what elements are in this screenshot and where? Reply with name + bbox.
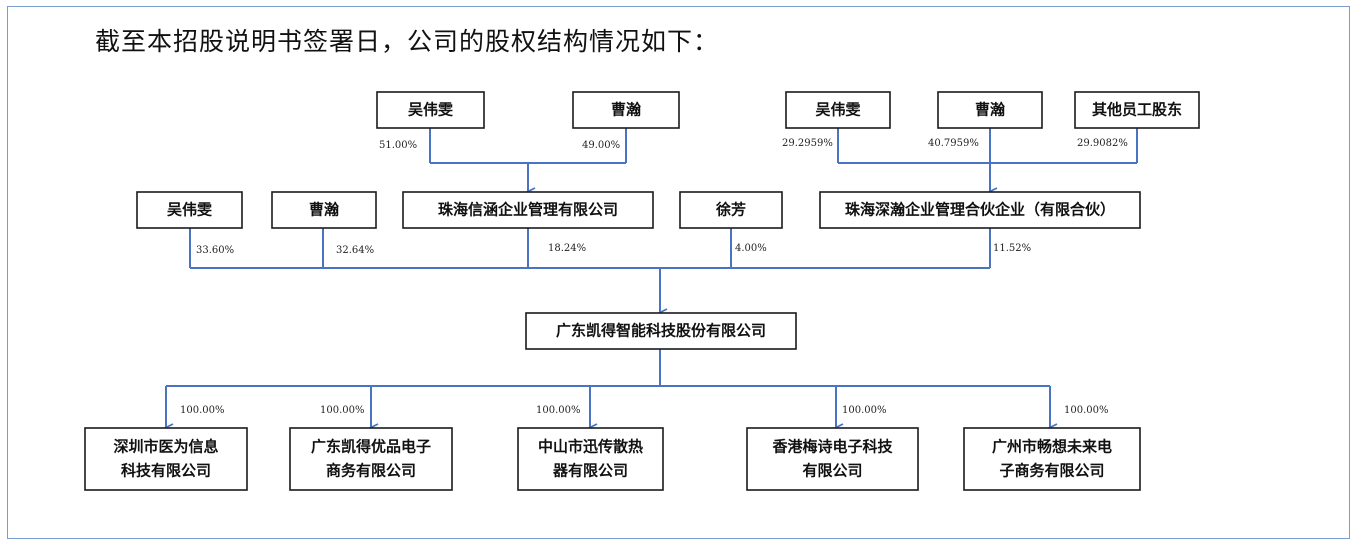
- shareholder-zhuhai-shenhan-box: [819, 191, 1141, 229]
- shareholder-wu-weiwen-top-right-box: [785, 91, 891, 129]
- shareholder-xu-fang-node: 徐芳: [679, 191, 783, 229]
- shareholder-zhuhai-xinhan-box: [402, 191, 654, 229]
- share-label-shareholder-cao-han-to-company-guangdong-kaide: 32.64%: [336, 245, 374, 256]
- subsidiary-shenzhen-yiwei-box: [84, 427, 248, 491]
- subsidiary-guangdong-kaide-youpin-label-line-2: 商务有限公司: [326, 462, 416, 480]
- company-guangdong-kaide-box: [525, 312, 797, 350]
- share-label-company-guangdong-kaide-to-subsidiary-guangdong-kaide-youpin: 100.00%: [320, 405, 365, 416]
- shareholder-other-employees-box: [1074, 91, 1200, 129]
- shareholder-cao-han-top-right-box: [937, 91, 1043, 129]
- shareholder-zhuhai-shenhan-node: 珠海深瀚企业管理合伙企业（有限合伙）: [819, 191, 1141, 229]
- shareholder-cao-han-label: 曹瀚: [309, 201, 339, 219]
- company-guangdong-kaide-node: 广东凯得智能科技股份有限公司: [525, 312, 797, 350]
- share-label-shareholder-other-employees-to-shareholder-zhuhai-shenhan: 29.9082%: [1077, 138, 1128, 149]
- shareholder-other-employees-label: 其他员工股东: [1092, 101, 1182, 119]
- share-label-shareholder-cao-han-top-right-to-shareholder-zhuhai-shenhan: 40.7959%: [928, 138, 979, 149]
- shareholder-zhuhai-shenhan-label: 珠海深瀚企业管理合伙企业（有限合伙）: [845, 201, 1115, 219]
- shareholder-xu-fang-label: 徐芳: [715, 201, 746, 219]
- subsidiary-guangzhou-changxiang-box: [963, 427, 1141, 491]
- shareholder-wu-weiwen-top-right-node: 吴伟雯: [785, 91, 891, 129]
- subsidiary-guangdong-kaide-youpin-label-line-1: 广东凯得优品电子: [311, 438, 431, 456]
- shareholder-cao-han-top-left-box: [572, 91, 680, 129]
- shareholder-cao-han-box: [271, 191, 377, 229]
- subsidiary-shenzhen-yiwei-label-line-1: 深圳市医为信息: [113, 438, 218, 456]
- shareholder-wu-weiwen-box: [136, 191, 243, 229]
- share-label-company-guangdong-kaide-to-subsidiary-guangzhou-changxiang: 100.00%: [1064, 405, 1109, 416]
- company-guangdong-kaide-label: 广东凯得智能科技股份有限公司: [556, 322, 766, 340]
- shareholder-wu-weiwen-top-left-label: 吴伟雯: [408, 101, 453, 119]
- shareholder-cao-han-top-right-node: 曹瀚: [937, 91, 1043, 129]
- shareholder-wu-weiwen-label: 吴伟雯: [167, 201, 212, 219]
- shareholder-wu-weiwen-top-right-label: 吴伟雯: [815, 101, 860, 119]
- share-label-shareholder-cao-han-top-left-to-shareholder-zhuhai-xinhan: 49.00%: [582, 140, 620, 151]
- share-label-shareholder-zhuhai-xinhan-to-company-guangdong-kaide: 18.24%: [548, 243, 586, 254]
- shareholder-cao-han-top-right-label: 曹瀚: [975, 101, 1005, 119]
- share-label-shareholder-wu-weiwen-top-left-to-shareholder-zhuhai-xinhan: 51.00%: [379, 140, 417, 151]
- share-label-shareholder-wu-weiwen-top-right-to-shareholder-zhuhai-shenhan: 29.2959%: [782, 138, 833, 149]
- share-label-shareholder-wu-weiwen-to-company-guangdong-kaide: 33.60%: [196, 245, 234, 256]
- page-heading: 截至本招股说明书签署日，公司的股权结构情况如下：: [95, 27, 720, 56]
- subsidiary-hongkong-meishi-label-line-2: 有限公司: [802, 462, 862, 480]
- subsidiary-zhongshan-xunchuan-label-line-2: 器有限公司: [552, 462, 628, 480]
- subsidiary-hongkong-meishi-label-line-1: 香港梅诗电子科技: [772, 438, 893, 456]
- shareholder-wu-weiwen-top-left-node: 吴伟雯: [376, 91, 485, 129]
- shareholder-xu-fang-box: [679, 191, 783, 229]
- share-label-company-guangdong-kaide-to-subsidiary-shenzhen-yiwei: 100.00%: [180, 405, 225, 416]
- shareholder-cao-han-top-left-node: 曹瀚: [572, 91, 680, 129]
- subsidiary-guangdong-kaide-youpin-box: [289, 427, 453, 491]
- subsidiary-shenzhen-yiwei-label-line-2: 科技有限公司: [121, 462, 211, 480]
- shareholder-wu-weiwen-node: 吴伟雯: [136, 191, 243, 229]
- shareholder-zhuhai-xinhan-node: 珠海信涵企业管理有限公司: [402, 191, 654, 229]
- shareholder-cao-han-top-left-label: 曹瀚: [611, 101, 641, 119]
- subsidiary-guangzhou-changxiang-label-line-1: 广州市畅想未来电: [992, 438, 1112, 456]
- shareholder-zhuhai-xinhan-label: 珠海信涵企业管理有限公司: [438, 201, 618, 219]
- shareholder-cao-han-node: 曹瀚: [271, 191, 377, 229]
- subsidiary-zhongshan-xunchuan-label-line-1: 中山市迅传散热: [538, 438, 643, 456]
- subsidiary-zhongshan-xunchuan-box: [517, 427, 664, 491]
- shareholder-wu-weiwen-top-left-box: [376, 91, 485, 129]
- subsidiary-hongkong-meishi-box: [746, 427, 919, 491]
- shareholder-other-employees-node: 其他员工股东: [1074, 91, 1200, 129]
- page-frame: [7, 6, 1350, 539]
- share-label-shareholder-zhuhai-shenhan-to-company-guangdong-kaide: 11.52%: [993, 243, 1031, 254]
- share-label-company-guangdong-kaide-to-subsidiary-zhongshan-xunchuan: 100.00%: [536, 405, 581, 416]
- share-label-company-guangdong-kaide-to-subsidiary-hongkong-meishi: 100.00%: [842, 405, 887, 416]
- subsidiary-guangzhou-changxiang-label-line-2: 子商务有限公司: [999, 462, 1104, 480]
- share-label-shareholder-xu-fang-to-company-guangdong-kaide: 4.00%: [735, 243, 767, 254]
